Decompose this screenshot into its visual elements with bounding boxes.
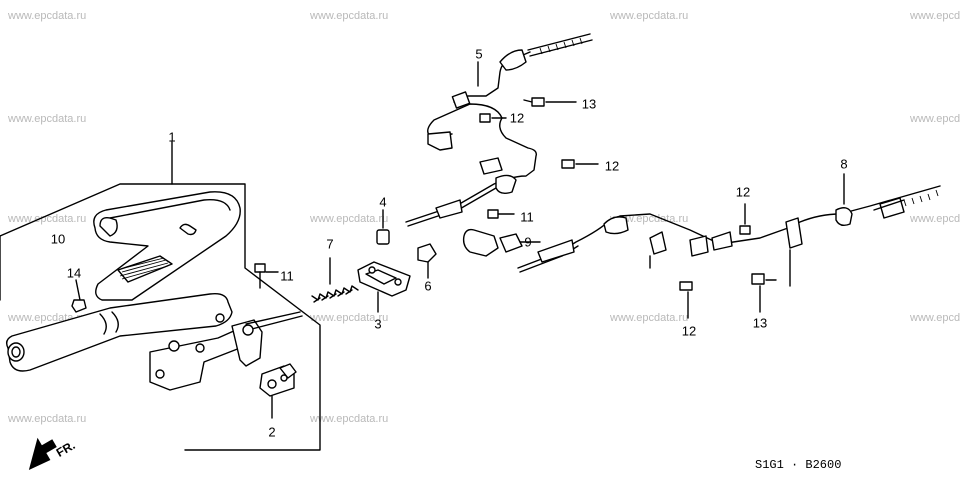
callout-13-bottom: 13 — [752, 315, 768, 331]
assembly-bracket — [0, 141, 321, 451]
callout-14: 14 — [66, 265, 82, 281]
callout-3: 3 — [374, 316, 382, 332]
callout-6: 6 — [424, 278, 432, 294]
callout-11-left: 11 — [280, 268, 294, 284]
bolt-13-top-part — [523, 97, 577, 107]
diagram-code: S1G1 · B2600 — [755, 458, 842, 472]
spring-part — [311, 257, 359, 303]
callout-12-mid: 12 — [604, 158, 620, 174]
collar-part — [376, 209, 390, 245]
callout-7: 7 — [326, 236, 334, 252]
bolt-12-top-part — [479, 113, 507, 123]
bolt-14-part — [71, 279, 87, 313]
front-arrow-icon — [28, 437, 57, 470]
callout-12-top: 12 — [509, 110, 525, 126]
bolt-13-right-part — [751, 273, 777, 313]
watermark: www.epcdata.ru — [910, 213, 960, 225]
watermark: www.epcdata.ru — [610, 312, 689, 324]
lever-cover-part — [93, 191, 241, 301]
callout-8: 8 — [840, 156, 848, 172]
bolt-11-left-part — [254, 263, 279, 289]
watermark: www.epcdata.ru — [310, 312, 389, 324]
watermark: www.epcdata.ru — [610, 10, 689, 22]
callout-9: 9 — [524, 234, 532, 250]
watermark: www.epcdata.ru — [8, 10, 87, 22]
watermark: www.epcdata.ru — [8, 213, 87, 225]
callout-5: 5 — [475, 46, 483, 62]
guide-part — [462, 228, 541, 257]
callout-13-top: 13 — [581, 96, 597, 112]
bolt-12-right-bottom-part — [679, 281, 693, 319]
watermark: www.epcdata.ru — [910, 312, 960, 324]
watermark: www.epcdata.ru — [910, 113, 960, 125]
nut-part — [417, 243, 437, 279]
bolt-11-right-part — [487, 209, 515, 219]
right-cable-part — [517, 173, 941, 287]
callout-1: 1 — [168, 129, 176, 145]
callout-11-right: 11 — [520, 209, 534, 225]
watermark: www.epcdata.ru — [310, 10, 389, 22]
callout-4: 4 — [379, 194, 387, 210]
bolt-12-right-top-part — [739, 203, 751, 235]
bolt-12-mid-part — [561, 159, 599, 169]
callout-12-right: 12 — [735, 184, 751, 200]
parking-brake-lever-part — [5, 292, 303, 391]
adjuster-part — [357, 261, 411, 313]
watermark: www.epcdata.ru — [8, 113, 87, 125]
watermark: www.epcdata.ru — [310, 213, 389, 225]
callout-10: 10 — [50, 231, 66, 247]
left-cable-part — [405, 33, 593, 227]
watermark: www.epcdata.ru — [310, 413, 389, 425]
callout-12-bottom: 12 — [681, 323, 697, 339]
callout-2: 2 — [268, 424, 276, 440]
watermark: www.epcdata.ru — [910, 10, 960, 22]
watermark: www.epcdata.ru — [8, 413, 87, 425]
equalizer-part — [259, 363, 297, 419]
